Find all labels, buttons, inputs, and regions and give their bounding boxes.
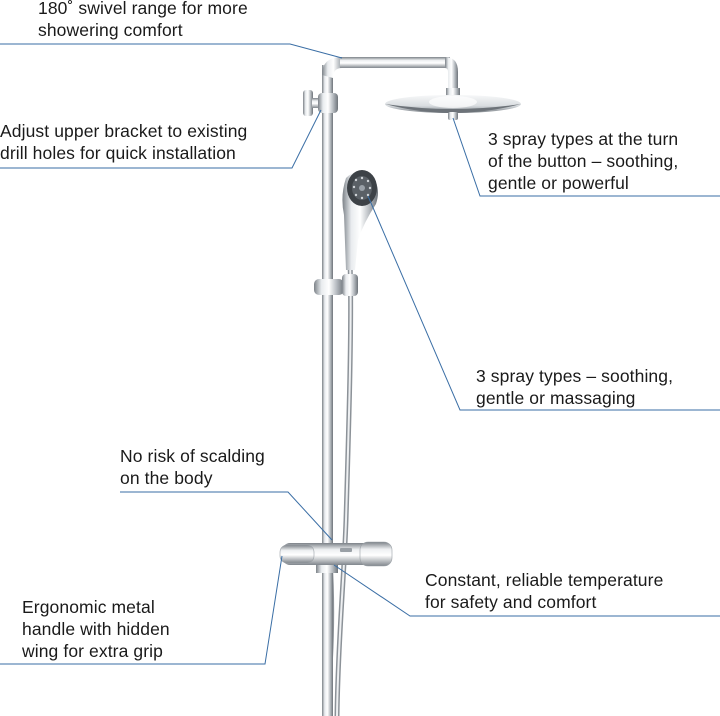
callout-no-scalding: No risk of scalding on the body [120, 446, 265, 488]
callout-head-shower-spray: 3 spray types at the turn of the button … [488, 129, 679, 193]
head-shower [385, 88, 521, 120]
callout-leader-lines [0, 43, 720, 665]
hand-shower [342, 170, 378, 270]
thermostat-mixer [279, 541, 393, 573]
callout-ergonomic-handle: Ergonomic metal handle with hidden wing … [22, 597, 170, 661]
callout-swivel-range: 180˚ swivel range for more showering com… [38, 0, 248, 40]
callout-constant-temperature: Constant, reliable temperature for safet… [425, 570, 664, 612]
callout-hand-shower-spray: 3 spray types – soothing, gentle or mass… [476, 366, 674, 408]
hand-shower-holder [314, 274, 358, 296]
callout-upper-bracket: Adjust upper bracket to existing drill h… [0, 121, 248, 163]
upper-wall-bracket [303, 90, 338, 116]
riser-pipe [322, 57, 458, 716]
